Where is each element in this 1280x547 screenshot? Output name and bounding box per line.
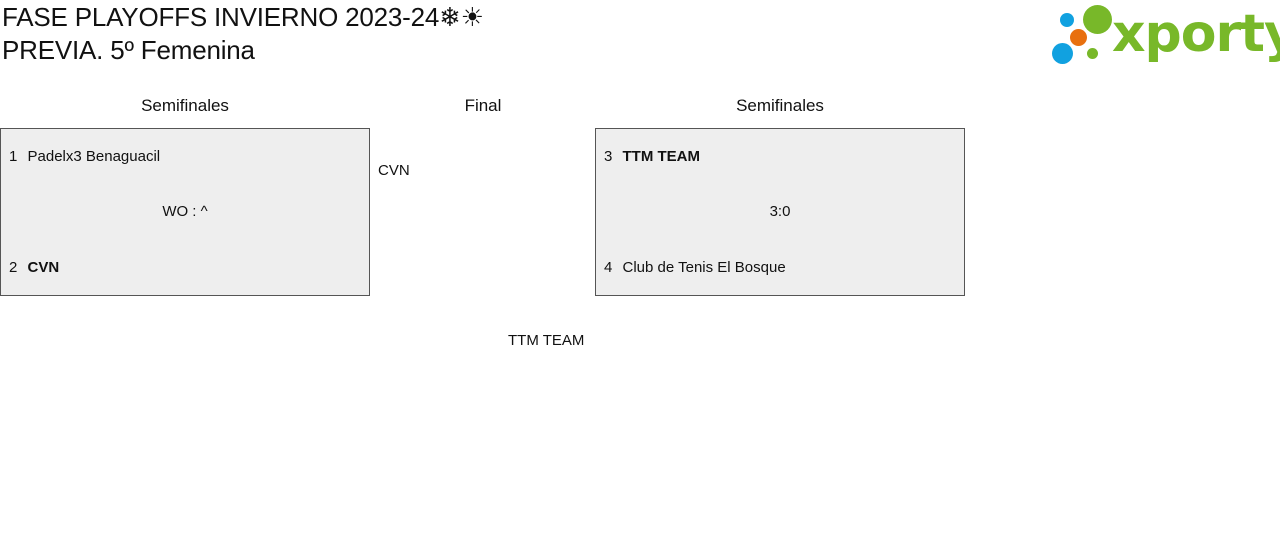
logo-dot-icon <box>1087 48 1098 59</box>
team-row: 4 Club de Tenis El Bosque <box>604 259 786 276</box>
team-seed: 2 <box>9 259 18 276</box>
final-heading: Final <box>464 96 502 115</box>
logo-wordmark: xporty <box>1112 4 1280 64</box>
logo-dot-icon <box>1052 43 1073 64</box>
match-score: 3:0 <box>769 203 791 220</box>
team-row-winner: 2 CVN <box>9 259 59 276</box>
semifinal-match-left[interactable]: 1 Padelx3 Benaguacil WO : ^ 2 CVN <box>0 128 370 296</box>
logo-dot-icon <box>1070 29 1087 46</box>
semifinal-left-heading: Semifinales <box>141 96 229 115</box>
match-score: WO : ^ <box>162 203 208 220</box>
xporty-logo[interactable]: xporty <box>1050 4 1280 68</box>
team-name: Padelx3 Benaguacil <box>27 148 161 165</box>
team-name: TTM TEAM <box>622 148 700 165</box>
logo-dot-icon <box>1083 5 1112 34</box>
semifinal-match-right[interactable]: 3 TTM TEAM 3:0 4 Club de Tenis El Bosque <box>595 128 965 296</box>
logo-dot-icon <box>1060 13 1074 27</box>
title-line-2: PREVIA. 5º Femenina <box>2 35 255 65</box>
team-row-winner: 3 TTM TEAM <box>604 148 700 165</box>
team-row: 1 Padelx3 Benaguacil <box>9 148 160 165</box>
team-seed: 1 <box>9 148 18 165</box>
team-name: Club de Tenis El Bosque <box>622 259 786 276</box>
semifinal-right-heading: Semifinales <box>736 96 824 115</box>
champion-name: TTM TEAM <box>508 332 585 349</box>
team-name: CVN <box>27 259 60 276</box>
team-seed: 4 <box>604 259 613 276</box>
team-seed: 3 <box>604 148 613 165</box>
title-line-1: FASE PLAYOFFS INVIERNO 2023-24❄☀ <box>2 2 484 32</box>
final-left-finalist: CVN <box>378 162 410 179</box>
